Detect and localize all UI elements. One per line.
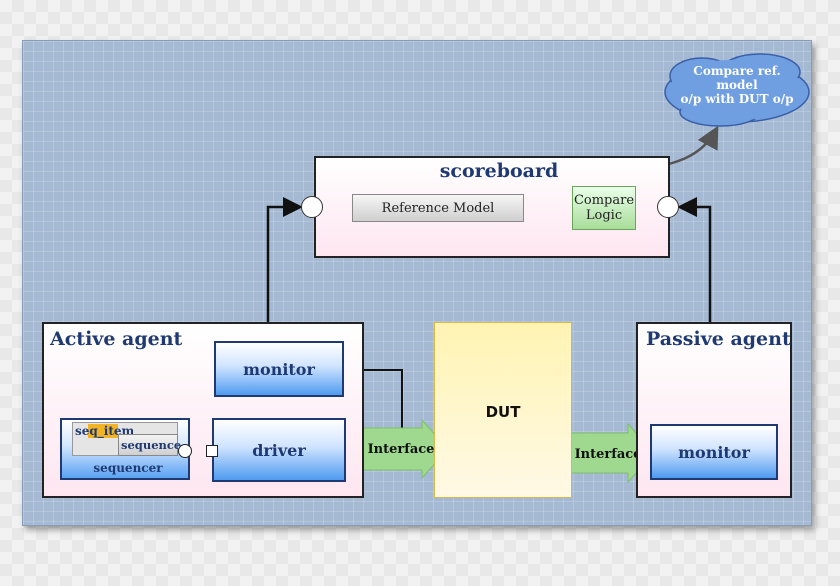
sequencer-export-port [178,444,192,458]
callout-text: Compare ref. model o/p with DUT o/p [662,64,812,106]
driver-port [206,445,218,457]
scoreboard-title: scoreboard [439,160,559,182]
callout-cloud-shape [664,53,810,127]
scoreboard-left-port [301,196,323,218]
sequence-label: sequence [121,438,182,452]
interface-to-active-monitor-line [342,362,403,436]
active-monitor-box: monitor [214,341,344,397]
passive-agent-title: Passive agent [646,328,791,350]
callout-line-3: o/p with DUT o/p [680,92,794,106]
seq-item-highlight [88,424,118,438]
active-monitor-to-scoreboard-line [266,197,303,330]
compare-logic-box: Compare Logic [572,186,636,230]
left-interface-label: Interface [367,441,435,457]
driver-box: driver [212,418,346,482]
sequence-box [118,434,178,456]
callout-line-1: Compare ref. [693,64,781,78]
right-interface-label: Interface [574,446,642,462]
reference-model-box: Reference Model [352,194,524,222]
sequencer-label: sequencer [93,461,163,475]
passive-monitor-box: monitor [650,424,778,480]
active-agent-title: Active agent [50,328,183,350]
scoreboard-right-port [657,196,679,218]
dut-box: DUT [434,322,572,498]
callout-line-2: model [716,78,758,92]
